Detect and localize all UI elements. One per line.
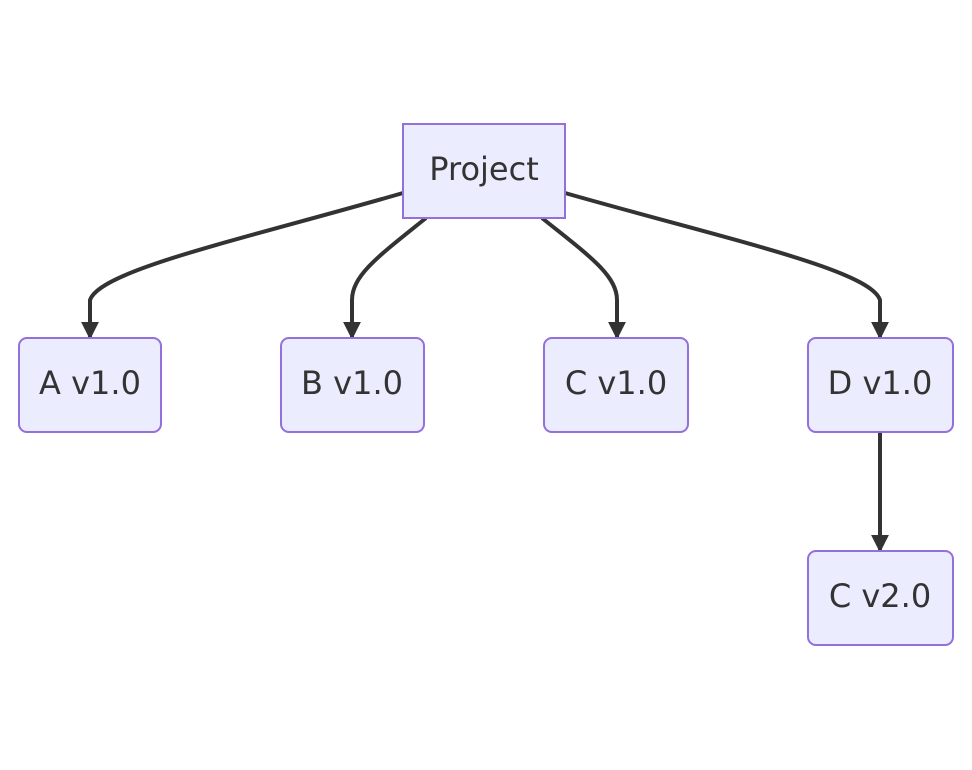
edge-project-b (343, 216, 428, 340)
node-project-label: Project (429, 150, 538, 188)
node-c-v1[interactable]: C v1.0 (543, 337, 689, 433)
edge-project-c1 (540, 216, 626, 340)
node-a-v1-label: A v1.0 (39, 364, 141, 402)
node-c-v2[interactable]: C v2.0 (807, 550, 954, 646)
node-c-v1-label: C v1.0 (565, 364, 667, 402)
node-c-v2-label: C v2.0 (829, 577, 931, 615)
edge-project-d (564, 191, 889, 340)
edge-project-a (81, 191, 404, 340)
node-d-v1[interactable]: D v1.0 (807, 337, 954, 433)
node-a-v1[interactable]: A v1.0 (18, 337, 162, 433)
node-b-v1[interactable]: B v1.0 (280, 337, 425, 433)
node-d-v1-label: D v1.0 (828, 364, 933, 402)
node-project[interactable]: Project (402, 123, 566, 219)
node-b-v1-label: B v1.0 (301, 364, 403, 402)
